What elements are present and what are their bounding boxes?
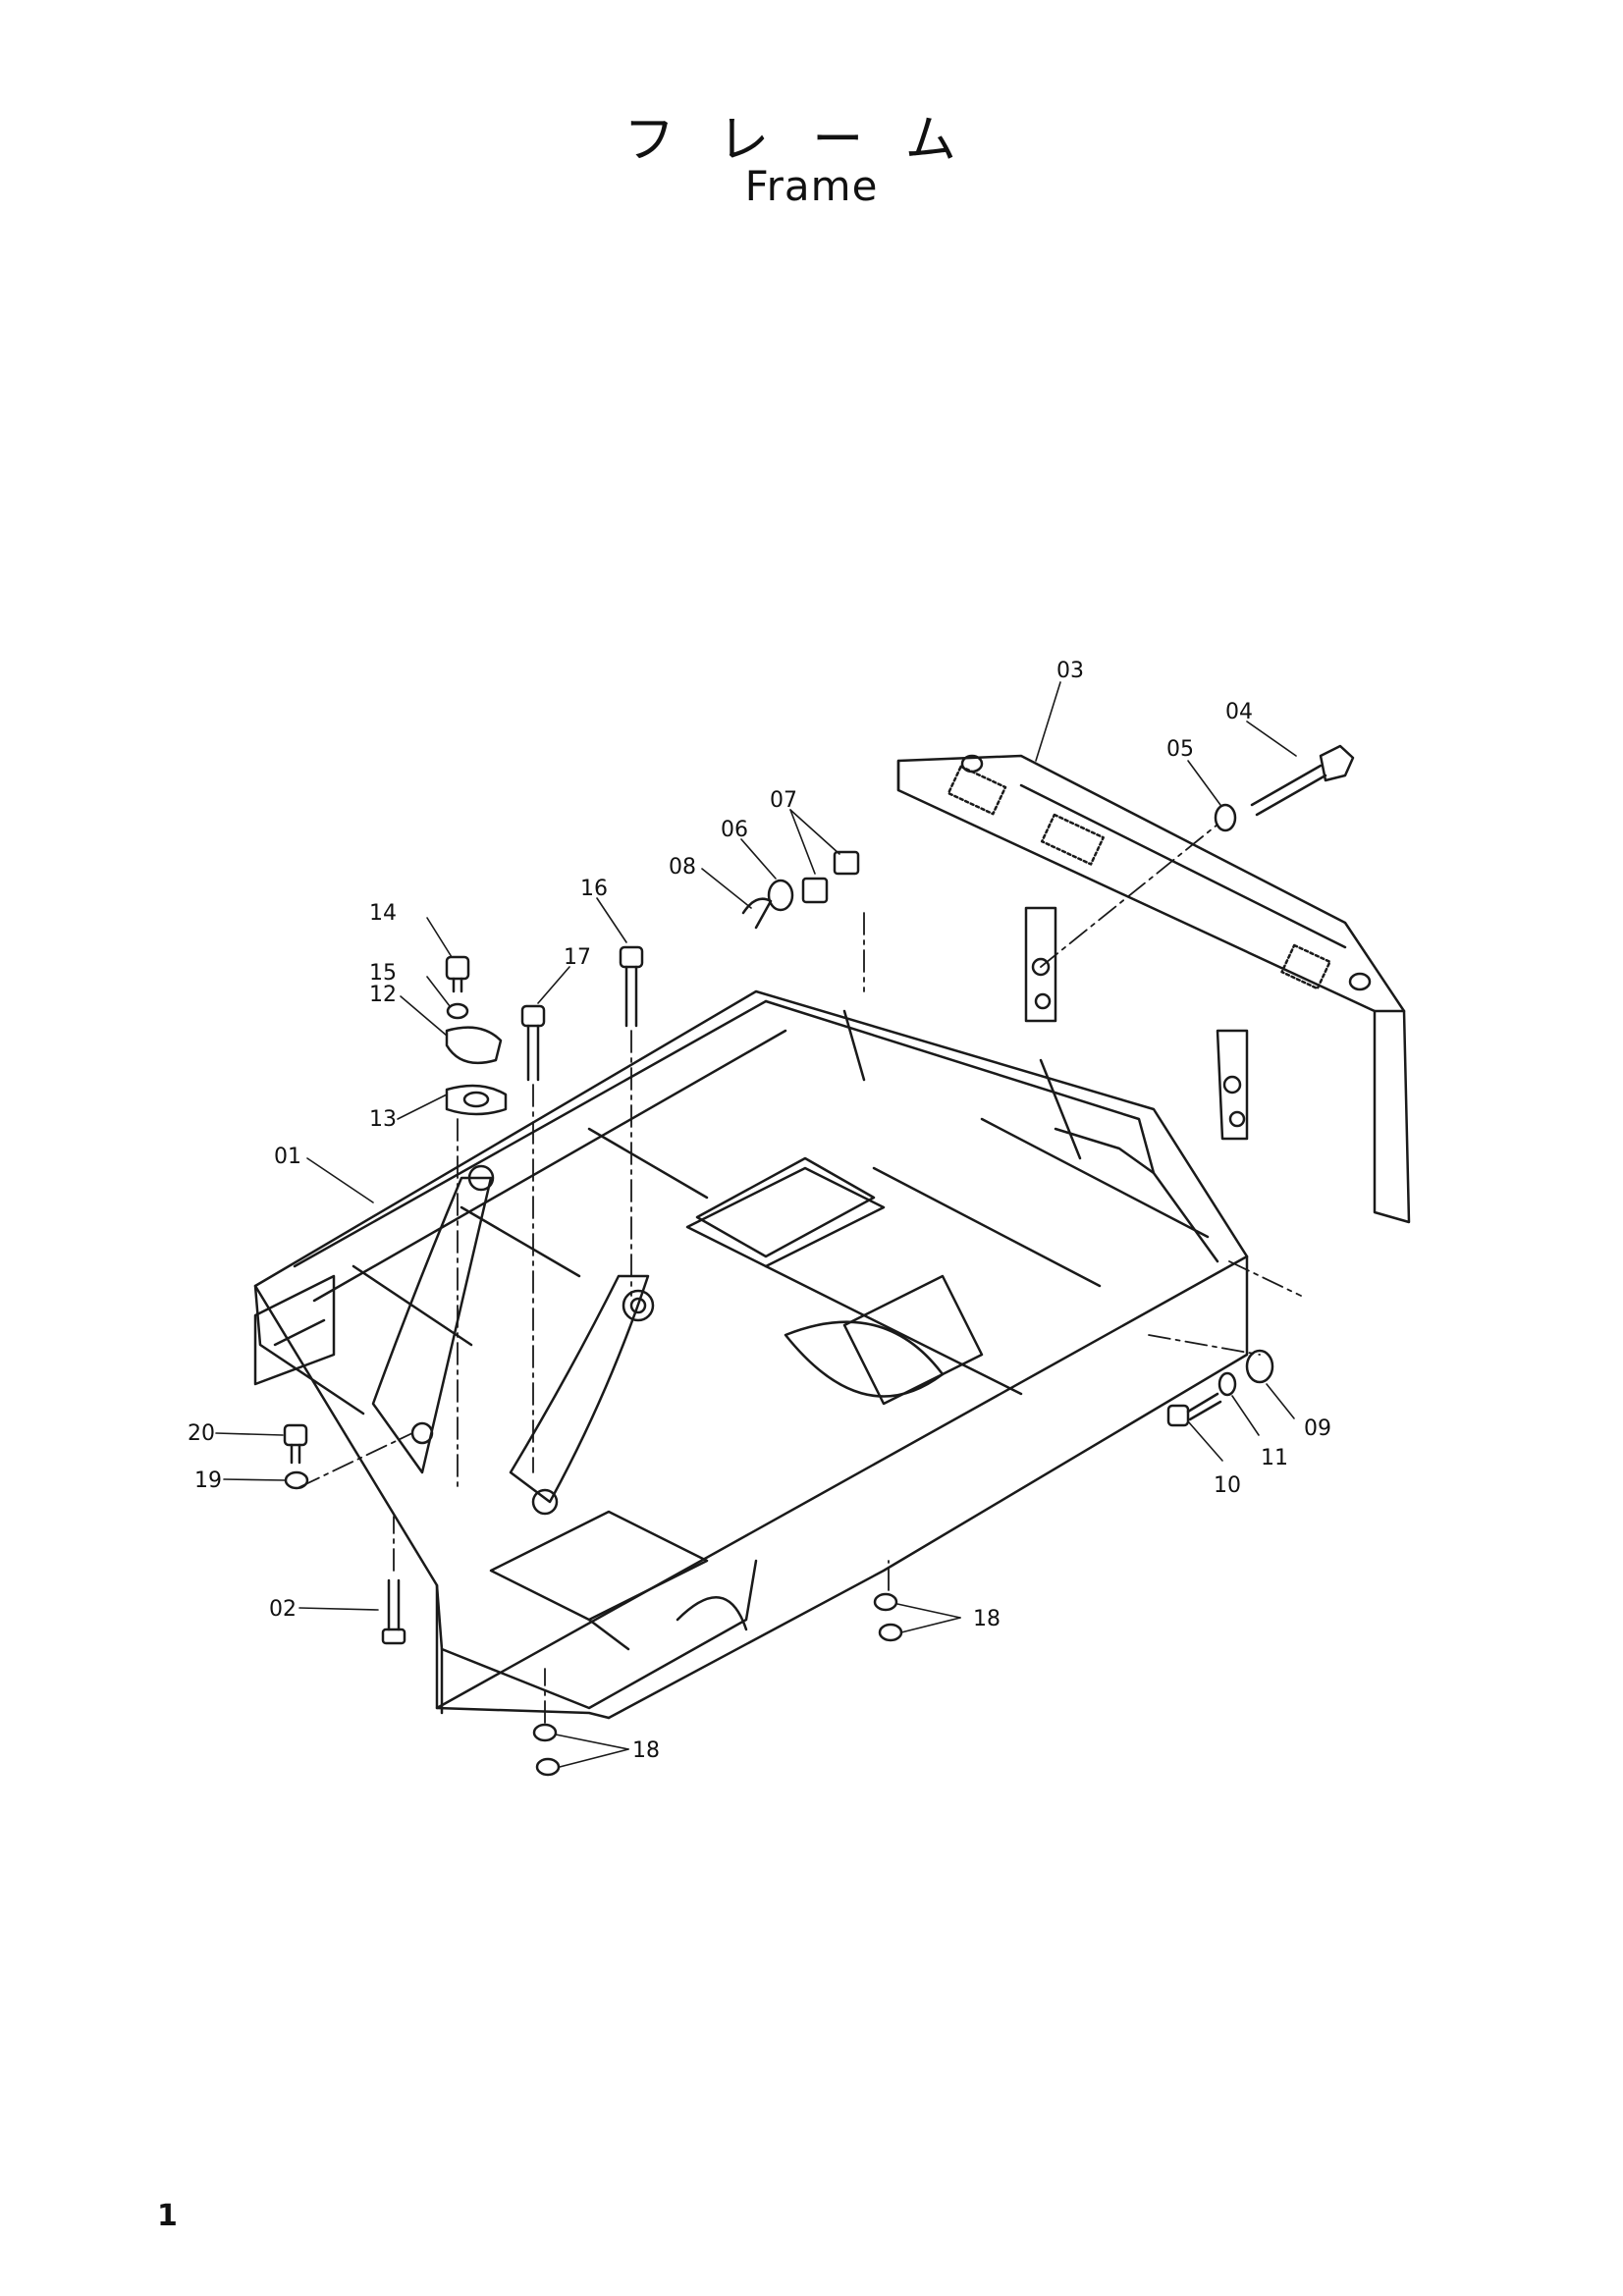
callout-08: 08 [669,855,696,880]
callout-09: 09 [1304,1416,1331,1441]
callout-03: 03 [1056,659,1084,683]
callout-18-rear: 18 [973,1607,1001,1631]
counterweight-part [896,754,1411,1224]
nut-18-rear-part [873,1592,903,1642]
nut-06-part [767,879,794,912]
washer-09-part [1245,1349,1274,1384]
washer-05-part [1214,803,1237,832]
callout-06: 06 [721,818,748,842]
callout-18-front: 18 [632,1738,660,1763]
bolt-04-part [1250,744,1355,817]
nut-18-front-part [532,1723,561,1777]
pin-08-part [741,897,773,930]
clip-07-part [801,850,860,904]
washer-11-part [1217,1371,1237,1397]
callout-11: 11 [1261,1446,1288,1470]
title-japanese: フレーム [623,111,1000,170]
callout-01: 01 [274,1145,301,1169]
washer-15-part [446,1002,469,1020]
callout-17: 17 [564,945,591,970]
callout-02: 02 [269,1597,297,1622]
bolt-14-part [445,955,470,993]
callout-10: 10 [1214,1473,1241,1498]
title-english: Frame [744,162,879,210]
callout-12: 12 [369,983,397,1007]
page-number: 1 [157,2199,178,2233]
callout-13: 13 [369,1107,397,1132]
washer-19-part [284,1470,309,1490]
callout-14: 14 [369,901,397,926]
callout-19: 19 [194,1468,222,1493]
bolt-10-part [1166,1392,1222,1427]
main-frame-part [253,989,1249,1720]
callout-07: 07 [770,788,797,813]
callout-15: 15 [369,961,397,986]
plate-12-part [445,1026,503,1065]
callout-20: 20 [188,1421,215,1446]
bolt-16-part [619,945,644,1028]
plate-13-part [445,1084,508,1116]
bolt-02-part [381,1578,406,1645]
callout-04: 04 [1225,700,1253,724]
bolt-20-part [283,1423,308,1465]
callout-16: 16 [580,877,608,901]
callout-05: 05 [1166,737,1194,762]
bolt-17-part [520,1004,546,1082]
